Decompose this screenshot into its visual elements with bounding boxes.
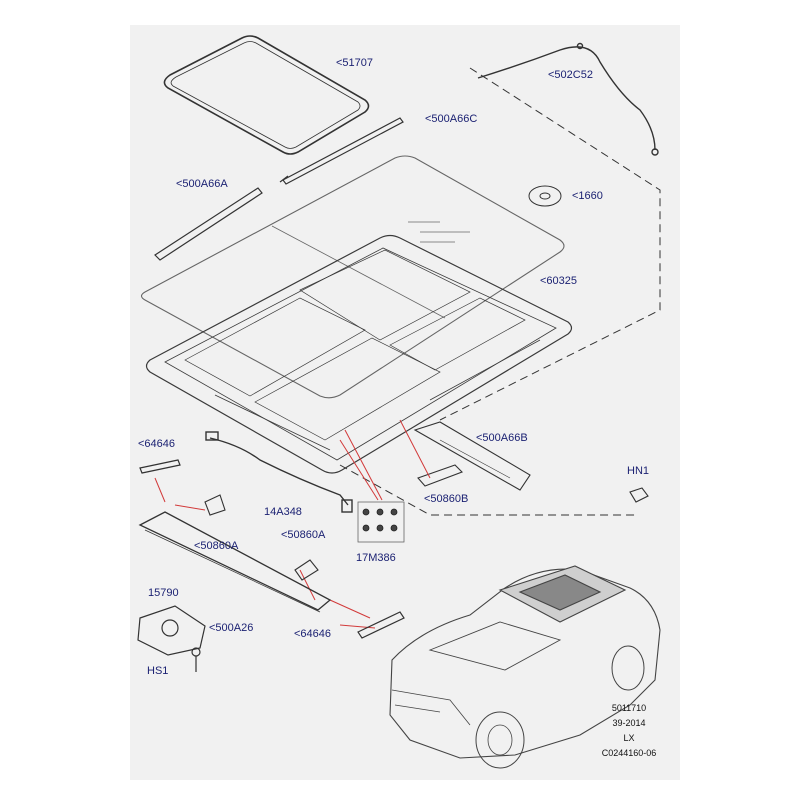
motor-15790 bbox=[137, 605, 206, 656]
callout-502C52: <502C52 bbox=[548, 69, 593, 81]
callout-64646-top: <64646 bbox=[138, 438, 176, 450]
reference-line-1: 5011710 bbox=[611, 703, 647, 713]
callout-HS1: HS1 bbox=[147, 665, 169, 677]
trim-strip-500A66A bbox=[154, 187, 263, 261]
callout-17M386: 17M386 bbox=[356, 552, 396, 564]
bracket-50860A-mid bbox=[294, 559, 319, 581]
screws-17M386 bbox=[357, 501, 405, 543]
deflector-strip-500A66C bbox=[279, 117, 404, 185]
reference-line-2: 39-2014 bbox=[612, 718, 646, 728]
callout-50860B: <50860B bbox=[424, 493, 469, 505]
screw-HS1 bbox=[191, 647, 201, 672]
glass-panel bbox=[140, 155, 565, 399]
sunroof-frame-60325 bbox=[145, 234, 573, 474]
callout-500A26: <500A26 bbox=[209, 622, 254, 634]
trim-panel-500A66B bbox=[413, 421, 531, 491]
callout-50860A-left: <50860A bbox=[194, 540, 239, 552]
callout-1660: <1660 bbox=[572, 190, 603, 202]
drain-hose-502C52 bbox=[477, 42, 659, 156]
nut-HN1 bbox=[629, 487, 649, 503]
wiring-harness-14A348 bbox=[205, 431, 353, 513]
reference-line-4: C0244160-06 bbox=[601, 748, 657, 758]
reference-line-3: LX bbox=[623, 733, 635, 743]
vehicle-illustration bbox=[389, 565, 661, 769]
callout-500A66C: <500A66C bbox=[425, 113, 478, 125]
callout-HN1: HN1 bbox=[627, 465, 650, 477]
callout-500A66A: <500A66A bbox=[176, 178, 228, 190]
callout-500A66B: <500A66B bbox=[476, 432, 528, 444]
diagram-sheet bbox=[130, 25, 680, 780]
callout-51707: <51707 bbox=[336, 57, 374, 69]
callout-64646-bottom: <64646 bbox=[294, 628, 332, 640]
strip-64646-top bbox=[139, 459, 181, 474]
strip-64646-bottom bbox=[357, 611, 405, 639]
bracket-50860B bbox=[417, 464, 463, 487]
grommet-1660 bbox=[528, 185, 562, 207]
red-leader-lines bbox=[154, 419, 431, 629]
callout-15790: 15790 bbox=[148, 587, 179, 599]
callout-14A348: 14A348 bbox=[264, 506, 302, 518]
callout-50860A-mid: <50860A bbox=[281, 529, 326, 541]
bracket-50860A-left bbox=[204, 494, 226, 516]
rail-500A26 bbox=[138, 511, 332, 613]
callout-60325: <60325 bbox=[540, 275, 578, 287]
sunroof-seal-51707 bbox=[163, 35, 370, 155]
dashed-leader-lines bbox=[339, 67, 661, 516]
